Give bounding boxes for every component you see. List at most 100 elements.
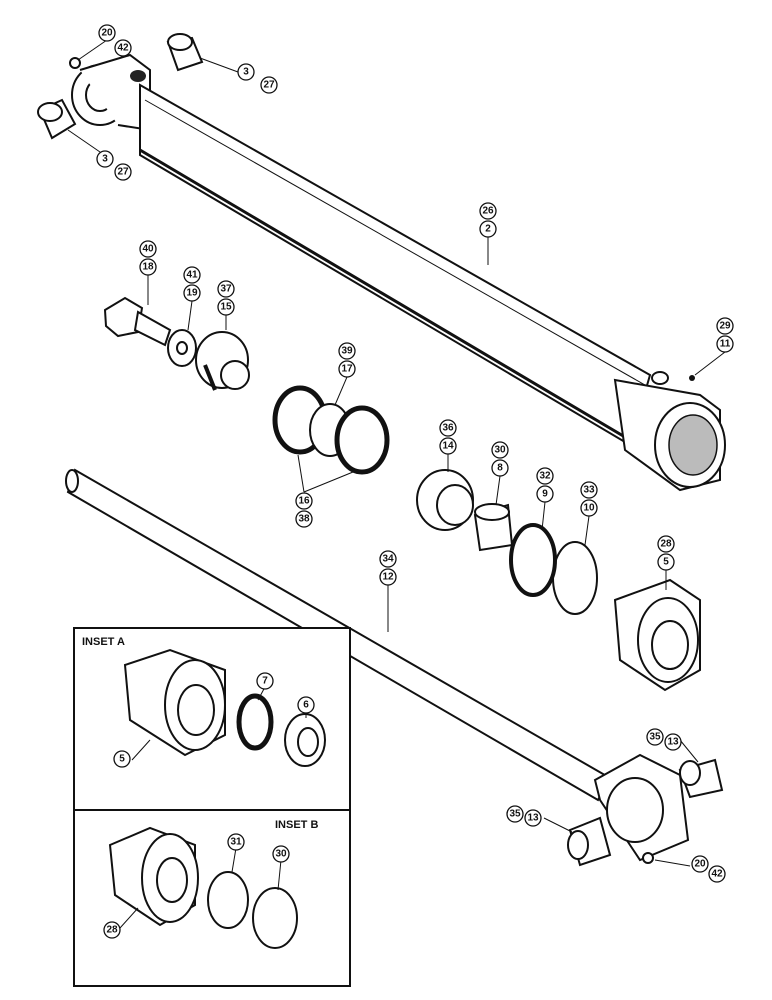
- callout-30: 30: [491, 441, 509, 459]
- inset-b-sleeve: [207, 871, 249, 929]
- callout-29: 29: [716, 317, 734, 335]
- callout-inset-a-7: 7: [256, 672, 274, 690]
- svg-text:32: 32: [539, 471, 551, 482]
- callout-35-left: 35: [506, 805, 524, 823]
- callout-8: 8: [491, 459, 509, 477]
- leader-lines: [67, 39, 726, 929]
- svg-text:20: 20: [694, 859, 706, 870]
- svg-text:10: 10: [583, 503, 595, 514]
- svg-text:31: 31: [230, 837, 242, 848]
- svg-text:3: 3: [243, 67, 249, 78]
- piston-nut: [195, 331, 250, 391]
- callout-35-right: 35: [646, 728, 664, 746]
- svg-text:42: 42: [117, 43, 129, 54]
- callout-14: 14: [439, 437, 457, 455]
- svg-text:26: 26: [482, 206, 494, 217]
- piston-assembly: [272, 385, 390, 475]
- washer: [167, 329, 197, 367]
- bushing-upper-left: [37, 98, 77, 140]
- callout-19: 19: [183, 284, 201, 302]
- svg-text:11: 11: [720, 339, 731, 350]
- callout-42-bottom: 42: [708, 865, 726, 883]
- svg-text:13: 13: [527, 813, 539, 824]
- callout-inset-b-30: 30: [272, 845, 290, 863]
- svg-text:17: 17: [341, 364, 353, 375]
- callout-15: 15: [217, 298, 235, 316]
- inset-a-cylinder-head: [123, 648, 226, 757]
- callout-12: 12: [379, 568, 397, 586]
- svg-text:34: 34: [382, 554, 394, 565]
- piston-head: [416, 469, 474, 531]
- svg-text:33: 33: [583, 485, 595, 496]
- callout-17: 17: [338, 360, 356, 378]
- callout-27-left: 27: [114, 163, 132, 181]
- grease-fitting-head: [689, 375, 695, 381]
- svg-text:5: 5: [119, 754, 125, 765]
- svg-text:27: 27: [117, 167, 129, 178]
- svg-text:30: 30: [494, 445, 506, 456]
- inset-a-title: INSET A: [82, 636, 125, 648]
- svg-text:2: 2: [485, 224, 491, 235]
- callout-26: 26: [479, 202, 497, 220]
- svg-text:38: 38: [298, 514, 310, 525]
- callout-20-top: 20: [98, 24, 116, 42]
- svg-text:13: 13: [667, 737, 679, 748]
- callout-34: 34: [379, 550, 397, 568]
- callout-36: 36: [439, 419, 457, 437]
- callout-40: 40: [139, 240, 157, 258]
- svg-text:36: 36: [442, 423, 454, 434]
- bearing-sleeve: [473, 503, 514, 552]
- callout-13-right: 13: [664, 733, 682, 751]
- callout-37: 37: [217, 280, 235, 298]
- svg-text:15: 15: [220, 302, 232, 313]
- svg-text:3: 3: [102, 154, 108, 165]
- cylinder-barrel: [71, 53, 726, 492]
- callout-16: 16: [295, 492, 313, 510]
- bushing-upper-right: [166, 33, 204, 72]
- grease-fitting-upper: [69, 57, 81, 69]
- callout-39: 39: [338, 342, 356, 360]
- svg-text:28: 28: [106, 925, 118, 936]
- inset-a-seal: [236, 693, 274, 751]
- svg-text:6: 6: [303, 700, 309, 711]
- callout-5: 5: [657, 553, 675, 571]
- callout-27-upper: 27: [260, 76, 278, 94]
- cylinder-head: [613, 578, 701, 692]
- svg-text:18: 18: [142, 262, 154, 273]
- svg-text:30: 30: [275, 849, 287, 860]
- inset-a-wiper: [284, 713, 326, 767]
- svg-text:29: 29: [719, 321, 731, 332]
- svg-text:40: 40: [142, 244, 154, 255]
- callout-42-top: 42: [114, 39, 132, 57]
- callout-28: 28: [657, 535, 675, 553]
- callout-13-left: 13: [524, 809, 542, 827]
- svg-text:41: 41: [186, 270, 198, 281]
- bushing-lower-right: [678, 758, 724, 799]
- svg-text:42: 42: [711, 869, 723, 880]
- callouts: 20 42 3 27 3 27 26 2 40 18 41 19 37 15 3…: [96, 24, 734, 939]
- backup-ring: [552, 541, 598, 615]
- svg-text:14: 14: [442, 441, 454, 452]
- callout-32: 32: [536, 467, 554, 485]
- callout-3-left: 3: [96, 150, 114, 168]
- svg-text:8: 8: [497, 463, 503, 474]
- svg-text:35: 35: [509, 809, 521, 820]
- bushing-lower-left: [567, 816, 612, 867]
- callout-18: 18: [139, 258, 157, 276]
- svg-text:37: 37: [220, 284, 232, 295]
- svg-text:20: 20: [101, 28, 113, 39]
- svg-text:5: 5: [663, 557, 669, 568]
- svg-text:19: 19: [186, 288, 198, 299]
- inset-b-bearing: [252, 887, 298, 949]
- grease-fitting-lower: [642, 852, 654, 864]
- callout-38: 38: [295, 510, 313, 528]
- callout-9: 9: [536, 485, 554, 503]
- callout-41: 41: [183, 266, 201, 284]
- svg-text:27: 27: [263, 80, 275, 91]
- callout-inset-b-28: 28: [103, 921, 121, 939]
- callout-inset-a-6: 6: [297, 696, 315, 714]
- callout-11: 11: [716, 335, 734, 353]
- callout-3-upper: 3: [237, 63, 255, 81]
- callout-20-bottom: 20: [691, 855, 709, 873]
